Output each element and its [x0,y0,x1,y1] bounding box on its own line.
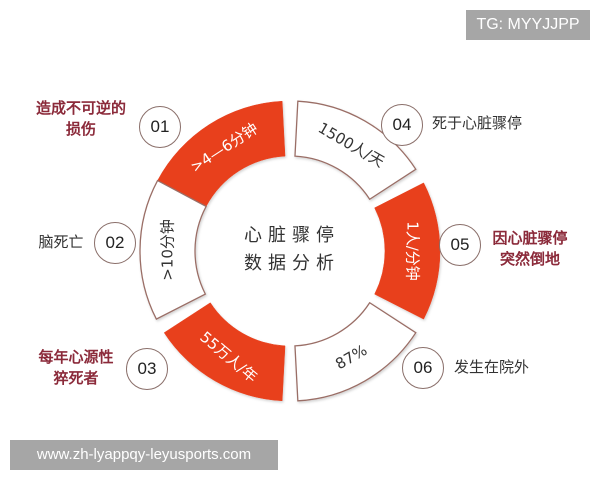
watermark-website: www.zh-lyappqy-leyusports.com [10,440,278,470]
label-05-line1: 因心脏骤停 [492,229,568,247]
segment-02 [139,179,207,320]
label-01-line2: 损伤 [65,120,96,138]
label-02-line1: 脑死亡 [38,233,84,251]
label-05: 因心脏骤停 突然倒地 [487,228,573,270]
segment-text-05: 1人/分钟 [404,221,422,281]
label-05-line2: 突然倒地 [499,250,560,268]
label-02: 脑死亡 [26,232,96,253]
segment-06 [294,301,417,402]
label-04: 死于心脏骤停 [432,113,542,134]
segment-03 [163,302,286,402]
number-circle-02: 02 [94,222,136,264]
label-01: 造成不可逆的 损伤 [22,98,140,140]
number-circle-01: 01 [139,106,181,148]
center-title-line1: 心脏骤停 [244,225,340,246]
center-title: 心脏骤停 数据分析 [222,222,362,278]
segment-01 [157,100,286,207]
segment-04 [294,100,417,201]
number-circle-05: 05 [439,224,481,266]
number-circle-03: 03 [126,348,168,390]
center-title-line2: 数据分析 [244,253,340,274]
label-04-line1: 死于心脏骤停 [432,114,523,132]
label-01-line1: 造成不可逆的 [35,99,126,117]
number-circle-06: 06 [402,347,444,389]
segment-05 [374,182,441,320]
number-circle-04: 04 [381,104,423,146]
watermark-tg: TG: MYYJJPP [466,10,590,40]
label-06: 发生在院外 [454,357,564,378]
segment-text-02: >10分钟 [159,219,177,281]
label-03-line2: 猝死者 [53,369,99,387]
label-03: 每年心源性 猝死者 [26,347,126,389]
label-06-line1: 发生在院外 [454,358,530,376]
label-03-line1: 每年心源性 [38,348,114,366]
